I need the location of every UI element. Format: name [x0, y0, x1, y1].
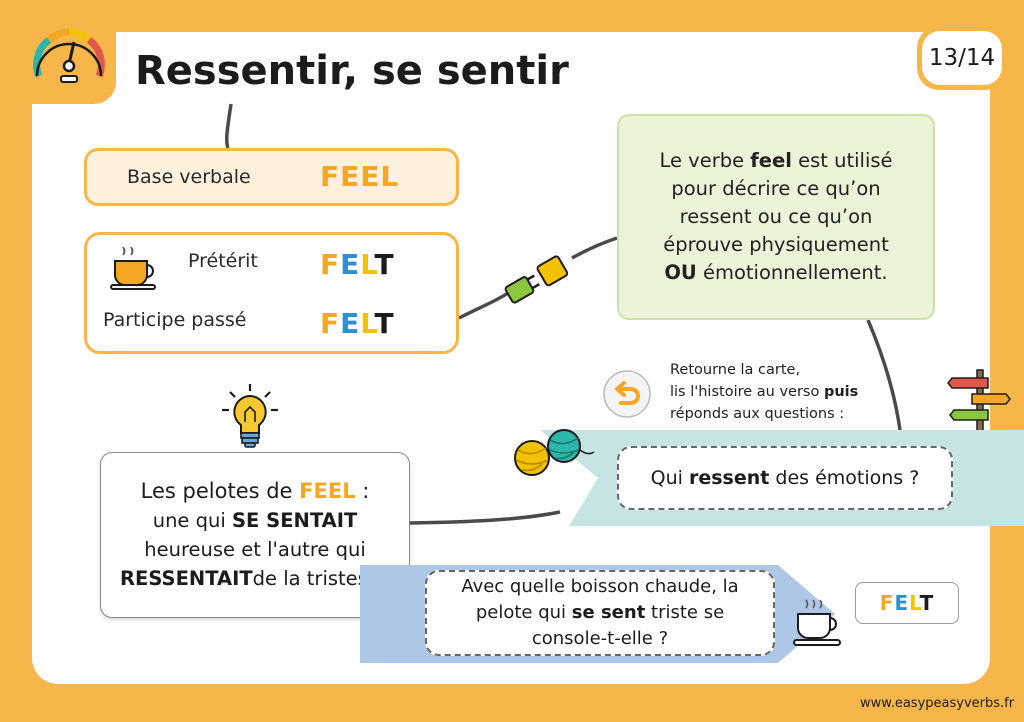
website-url: www.easypeasyverbs.fr	[860, 696, 1015, 711]
yarn-balls-icon	[514, 429, 595, 476]
signpost-icon	[947, 369, 1011, 433]
story-keyword: FEEL	[299, 479, 356, 503]
description-text: Le verbe	[659, 149, 751, 172]
question-text: triste se	[645, 602, 725, 623]
description-keyword: OU	[664, 261, 697, 284]
preterit-label: Prétérit	[188, 250, 258, 272]
story-text: une qui	[152, 509, 232, 532]
description-text: est utilisé	[791, 149, 893, 172]
story-text: de la tristesse	[252, 567, 390, 590]
tea-cup-icon	[110, 246, 156, 290]
page-title: Ressentir, se sentir	[135, 48, 569, 94]
story-text: Les pelotes de	[140, 479, 300, 503]
participle-label: Participe passé	[103, 309, 247, 331]
gauge-icon	[33, 28, 105, 83]
instructions-text: Retourne la carte, lis l'histoire au ver…	[670, 359, 858, 425]
plug-icon	[504, 255, 569, 304]
question-text: pelote qui	[475, 602, 572, 623]
participle-value: FELT	[320, 307, 395, 340]
answer-value: FELT	[879, 591, 935, 615]
story-text: :	[355, 479, 370, 503]
coffee-cup-icon	[793, 599, 841, 646]
question-text: Qui	[650, 467, 689, 489]
question-keyword: ressent	[688, 467, 770, 489]
instructions-keyword: puis	[823, 384, 859, 400]
description-keyword: feel	[750, 149, 792, 172]
story-box: Les pelotes de FEEL : une qui SE SENTAIT…	[100, 452, 410, 618]
undo-arrow-icon[interactable]	[602, 369, 652, 419]
base-value: FEEL	[320, 160, 400, 193]
instructions-line: Retourne la carte,	[670, 362, 801, 378]
question-text: Avec quelle boisson chaude, la	[461, 576, 739, 597]
past-forms-box: Prétérit FELT Participe passé FELT	[84, 232, 459, 354]
description-text: pour décrire ce qu’on	[671, 177, 881, 200]
story-text: heureuse et l'autre qui	[144, 538, 366, 561]
base-label: Base verbale	[127, 166, 251, 188]
story-keyword: SE SENTAIT	[232, 509, 358, 532]
description-text: émotionnellement.	[696, 261, 888, 284]
question-text: des émotions ?	[769, 467, 920, 489]
description-text: ressent ou ce qu’on	[679, 205, 873, 228]
instructions-line: réponds aux questions :	[670, 406, 845, 422]
preterit-value: FELT	[320, 248, 395, 281]
story-keyword: RESSENTAIT	[120, 567, 253, 590]
light-bulb-icon	[222, 384, 278, 448]
instructions-line: lis l'histoire au verso	[670, 384, 824, 400]
description-box: Le verbe feel est utilisé pour décrire c…	[617, 114, 935, 320]
question-text: console-t-elle ?	[531, 628, 669, 649]
question-1-box: Qui ressent des émotions ?	[617, 446, 953, 510]
base-form-box: Base verbale FEEL	[84, 148, 459, 206]
question-2-box: Avec quelle boisson chaude, la pelote qu…	[425, 570, 775, 656]
answer-box: FELT	[855, 582, 959, 624]
question-keyword: se sent	[571, 602, 646, 623]
page-indicator: 13/14	[922, 31, 1002, 85]
description-text: éprouve physiquement	[663, 233, 889, 256]
